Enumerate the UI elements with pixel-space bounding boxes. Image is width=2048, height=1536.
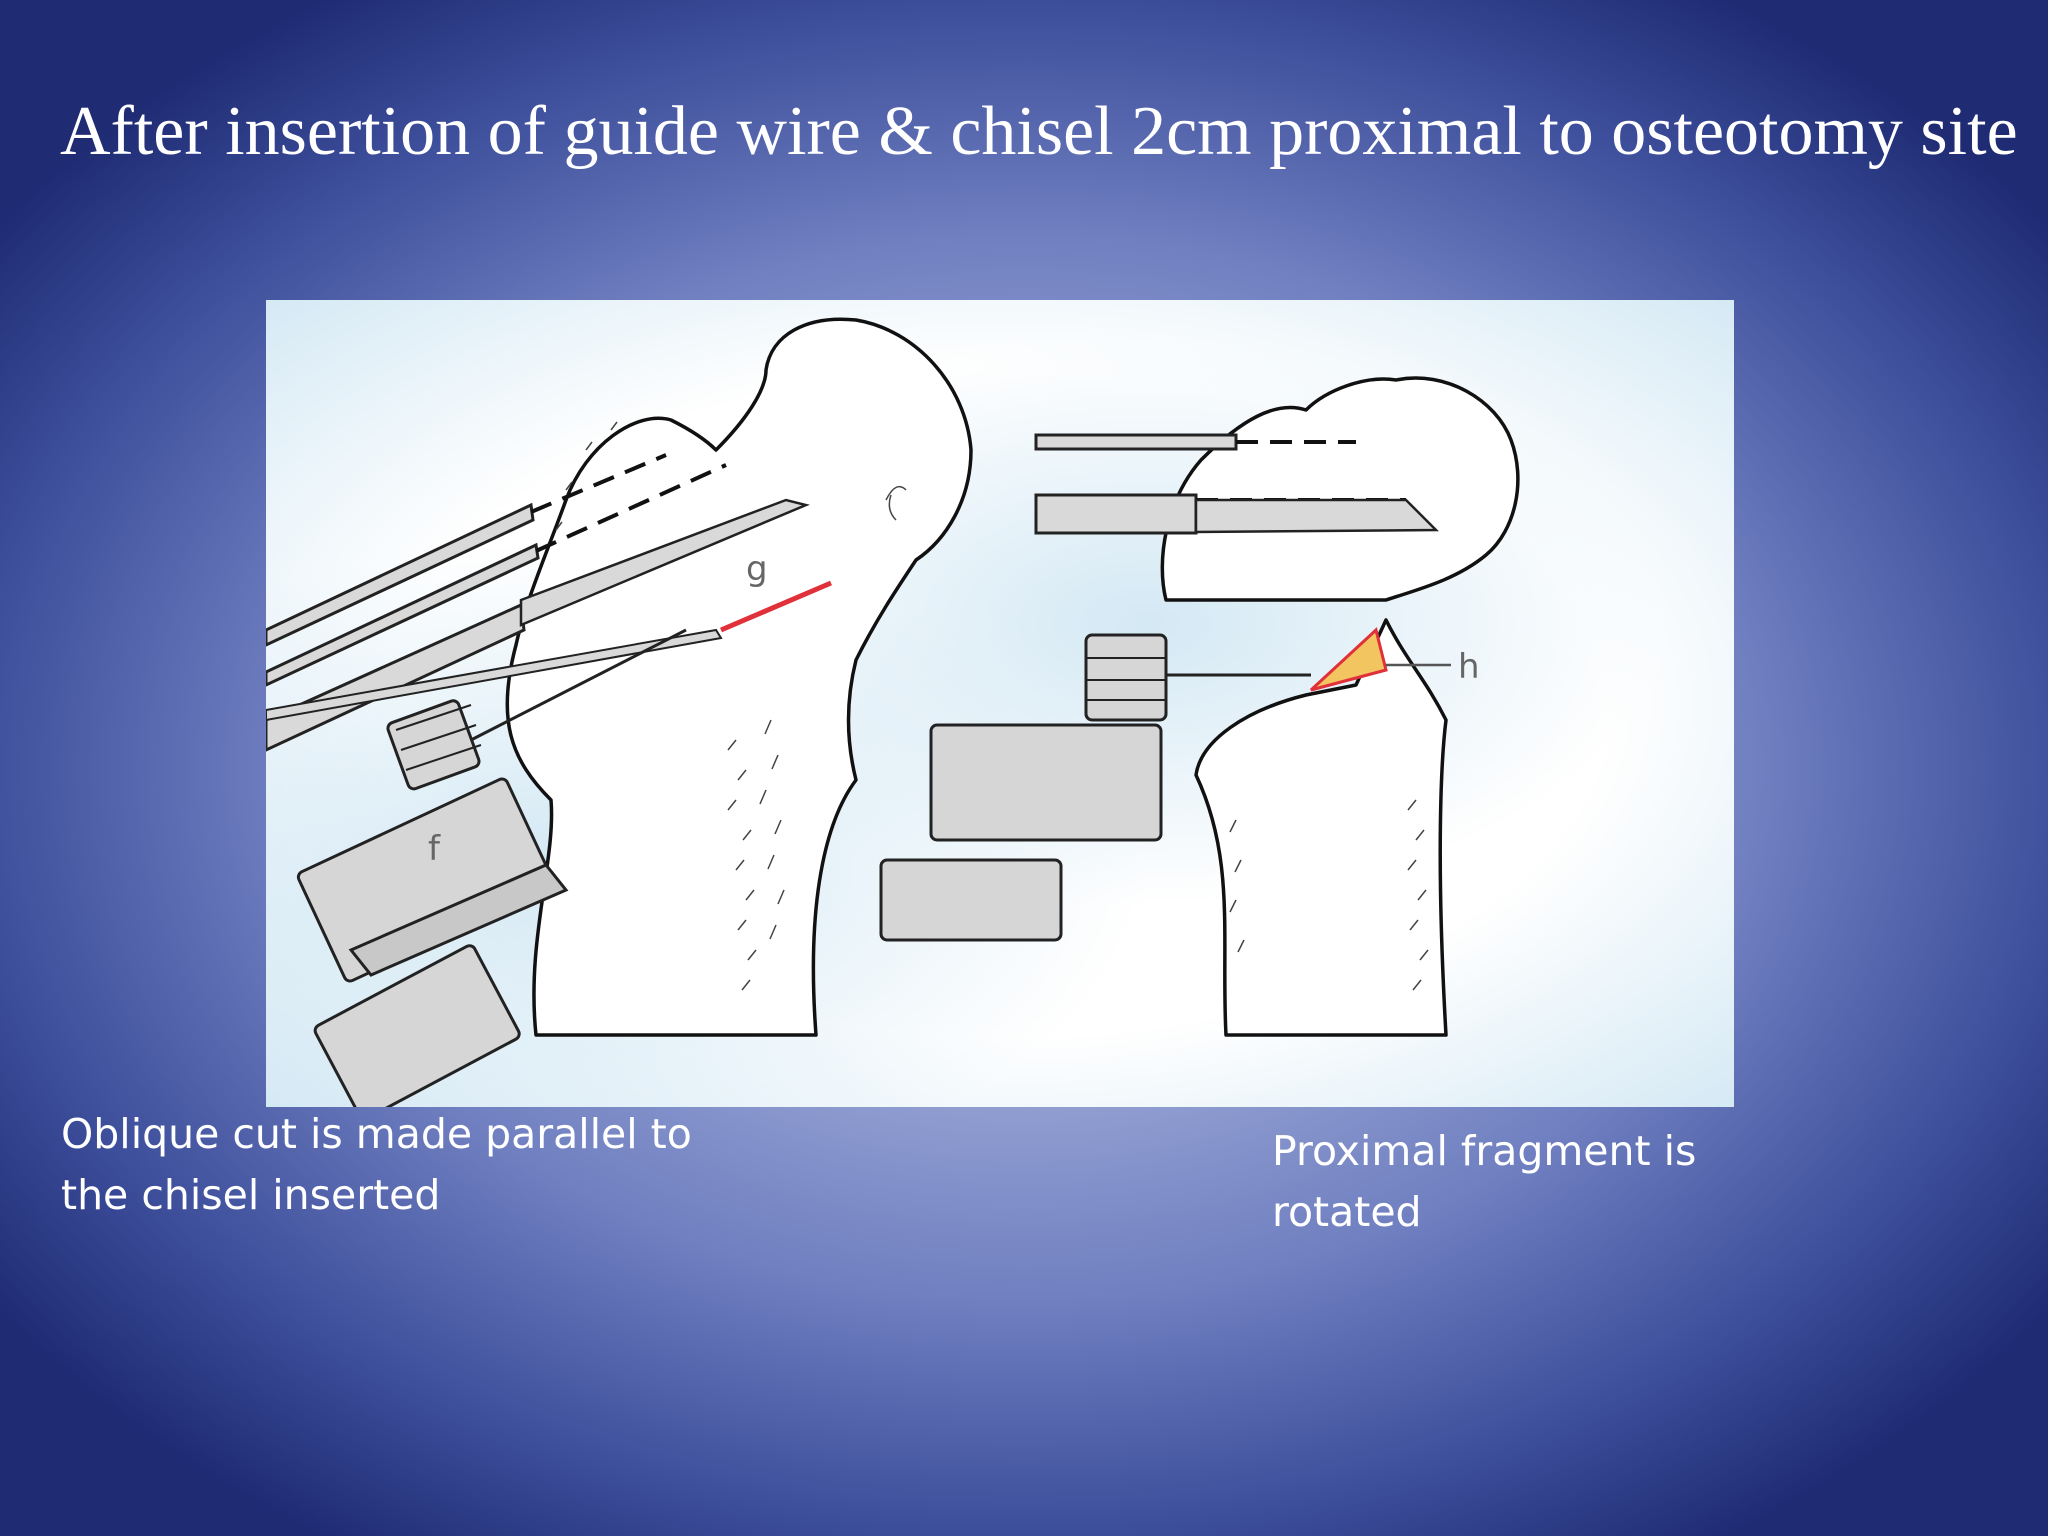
label-h: h <box>1458 647 1480 687</box>
caption-left-line-2: the chisel inserted <box>61 1171 441 1219</box>
left-femur <box>505 317 973 1037</box>
right-chisel-blade <box>1194 498 1439 534</box>
caption-right-line-2: rotated <box>1272 1188 1422 1236</box>
caption-left: Oblique cut is made parallel to the chis… <box>61 1104 692 1226</box>
right-guide-block <box>879 633 1311 942</box>
caption-right: Proximal fragment is rotated <box>1272 1121 1696 1243</box>
right-wedge-gap <box>1309 627 1388 692</box>
right-distal-shaft <box>1194 618 1448 1037</box>
left-chisel-blade <box>519 498 810 627</box>
caption-left-line-1: Oblique cut is made parallel to <box>61 1110 692 1158</box>
right-femur-shading <box>1229 799 1429 991</box>
slide-title: After insertion of guide wire & chisel 2… <box>60 93 2018 170</box>
label-g: g <box>746 549 768 589</box>
label-f: f <box>428 829 441 869</box>
right-proximal-fragment <box>1160 376 1520 602</box>
left-internal-paths <box>520 453 727 620</box>
osteotomy-illustration: g f h <box>266 300 1734 1107</box>
left-chisel-and-wires <box>266 502 540 752</box>
left-guide-block <box>296 628 687 1107</box>
caption-right-line-1: Proximal fragment is <box>1272 1127 1697 1175</box>
left-femur-shading <box>555 421 907 991</box>
left-osteotomy-cut-line <box>720 580 832 633</box>
right-chisel-and-wires <box>1034 433 1238 535</box>
